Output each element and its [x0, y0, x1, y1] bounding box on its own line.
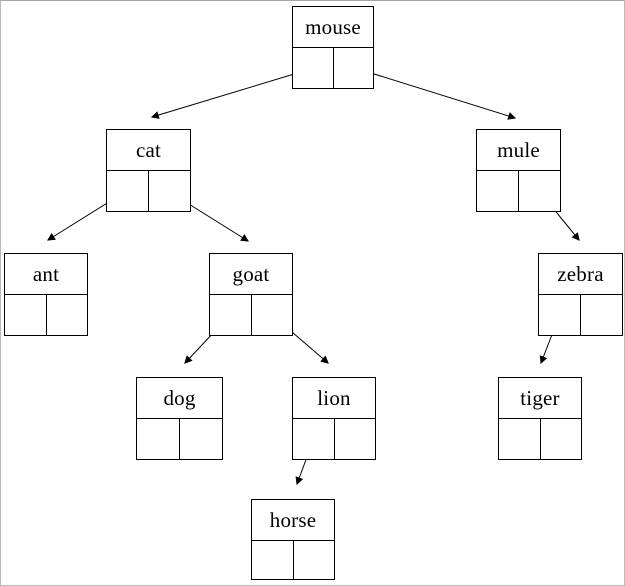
node-label: horse	[252, 500, 334, 541]
node-label: zebra	[539, 254, 622, 295]
left-pointer-cell	[107, 171, 149, 211]
edge-mouse-right-to-mule	[354, 67, 517, 120]
tree-node-horse: horse	[251, 499, 335, 580]
node-label: mule	[477, 130, 560, 171]
node-label: ant	[5, 254, 87, 295]
right-pointer-cell	[294, 541, 335, 579]
right-pointer-cell	[541, 419, 582, 459]
left-pointer-cell	[477, 171, 519, 211]
right-pointer-cell	[180, 419, 222, 459]
right-pointer-cell	[519, 171, 560, 211]
right-pointer-cell	[335, 419, 376, 459]
left-pointer-cell	[499, 419, 541, 459]
tree-node-tiger: tiger	[498, 377, 582, 460]
left-pointer-cell	[293, 419, 335, 459]
left-pointer-cell	[539, 295, 581, 335]
node-label: cat	[107, 130, 190, 171]
left-pointer-cell	[252, 541, 294, 579]
tree-node-zebra: zebra	[538, 253, 623, 336]
tree-node-dog: dog	[136, 377, 223, 460]
right-pointer-cell	[581, 295, 622, 335]
tree-node-goat: goat	[209, 253, 293, 336]
left-pointer-cell	[137, 419, 180, 459]
tree-node-mouse: mouse	[292, 6, 374, 89]
node-label: lion	[293, 378, 375, 419]
left-pointer-cell	[5, 295, 47, 335]
tree-node-cat: cat	[106, 129, 191, 212]
right-pointer-cell	[149, 171, 190, 211]
right-pointer-cell	[47, 295, 88, 335]
tree-node-lion: lion	[292, 377, 376, 460]
node-label: mouse	[293, 7, 373, 48]
left-pointer-cell	[293, 48, 334, 88]
node-label: goat	[210, 254, 292, 295]
node-label: dog	[137, 378, 222, 419]
edge-mouse-left-to-cat	[150, 67, 315, 119]
right-pointer-cell	[252, 295, 293, 335]
right-pointer-cell	[334, 48, 374, 88]
left-pointer-cell	[210, 295, 252, 335]
node-label: tiger	[499, 378, 581, 419]
tree-node-ant: ant	[4, 253, 88, 336]
tree-node-mule: mule	[476, 129, 561, 212]
